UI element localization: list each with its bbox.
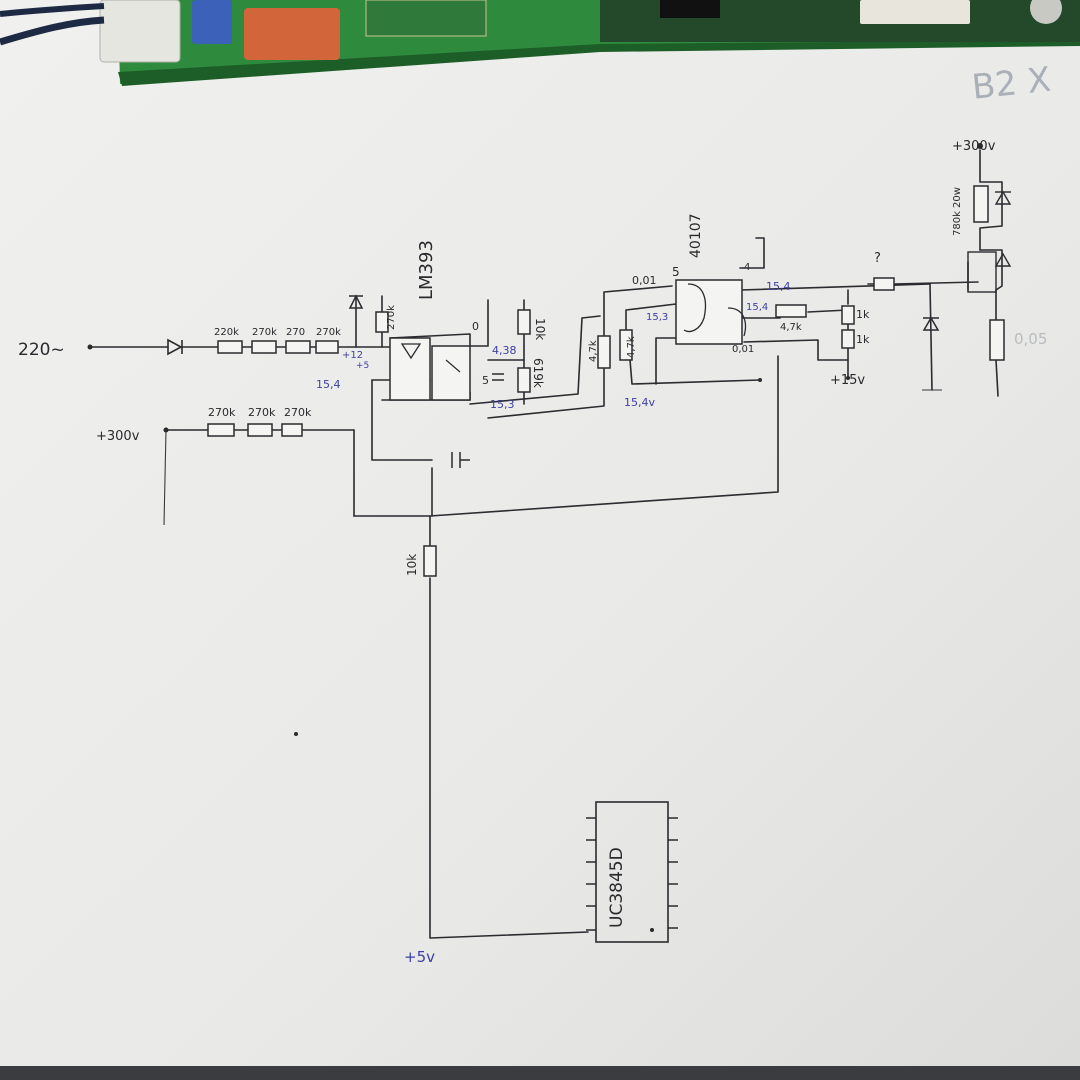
label-r-divider: 270k xyxy=(386,305,397,330)
label-r300-3: 270k xyxy=(284,406,312,419)
diode-zener xyxy=(922,316,940,331)
resistor-270k-vertical xyxy=(375,311,389,333)
label-pin-5-top: 5 xyxy=(672,265,680,279)
label-r220-3: 270 xyxy=(286,327,305,338)
resistor-220-1 xyxy=(217,340,243,354)
label-v-15-4v: 15,4v xyxy=(624,396,655,409)
label-r300-2: 270k xyxy=(248,406,276,419)
label-v-plus15: +15v xyxy=(830,373,865,388)
cable xyxy=(0,16,105,46)
diode-comparator xyxy=(348,294,364,309)
label-v-plus12: +12 xyxy=(342,350,363,361)
label-r220-1: 220k xyxy=(214,327,239,338)
label-v-plus5: +5 xyxy=(356,361,369,371)
connector-white xyxy=(99,0,181,63)
label-r220-4: 270k xyxy=(316,327,341,338)
label-comparator-ic: LM393 xyxy=(416,240,437,300)
label-r-4-7k-b: 4,7k xyxy=(626,336,637,358)
label-top-supply: +300v xyxy=(952,139,996,154)
label-v-15-4c: 15,4 xyxy=(746,302,768,313)
label-pin-4: 4 xyxy=(744,262,750,273)
terminal-top-300 xyxy=(977,143,983,149)
label-pin-5: 5 xyxy=(482,374,489,387)
label-input-ac: 220~ xyxy=(18,340,65,360)
mosfet xyxy=(967,251,997,293)
label-r-0-05: 0,05 xyxy=(1014,330,1047,348)
label-r220-2: 270k xyxy=(252,327,277,338)
label-r300-1: 270k xyxy=(208,406,236,419)
label-v-15-4b: 15,4 xyxy=(766,280,791,293)
comparator-section-b xyxy=(431,345,471,401)
label-input-dc: +300v xyxy=(96,429,140,444)
resistor-300-1 xyxy=(207,423,235,437)
label-question: ? xyxy=(874,251,881,266)
label-v-15-3b: 15,3 xyxy=(646,312,668,323)
label-r-1k-b: 1k xyxy=(856,333,870,346)
label-c-001-b: 0,01 xyxy=(732,344,754,355)
terminal-300 xyxy=(163,427,169,433)
resistor-300-3 xyxy=(281,423,303,437)
resistor-220-2 xyxy=(251,340,277,354)
label-r-1k-a: 1k xyxy=(856,308,870,321)
resistor-10k-top xyxy=(517,309,531,335)
label-r-619k: 619k xyxy=(531,358,545,388)
pcb-board xyxy=(99,0,1080,86)
label-cmos-ic: 40107 xyxy=(688,213,704,258)
label-v-15-3a: 15,3 xyxy=(490,398,515,411)
label-r-4-7k-c: 4,7k xyxy=(780,322,802,333)
label-pwm-ic: UC3845D xyxy=(607,847,627,928)
ic-uc3845d xyxy=(595,801,669,943)
resistor-0-05 xyxy=(989,319,1005,361)
ic-40107 xyxy=(675,279,743,345)
resistor-1k-a xyxy=(841,305,855,325)
wires xyxy=(89,149,1003,939)
resistor-300-2 xyxy=(247,423,273,437)
label-pin-0: 0 xyxy=(472,320,479,333)
resistor-1k-b xyxy=(841,329,855,349)
comparator-lm393 xyxy=(389,337,431,401)
resistor-4-7k-b xyxy=(619,329,633,361)
resistor-220-4 xyxy=(315,340,339,354)
labels: B2 X 220~ +300v +300v 220k 270k 270 270k… xyxy=(18,60,1053,966)
terminal-220 xyxy=(87,344,93,350)
resistor-619k xyxy=(517,367,531,393)
resistor-10k-mid xyxy=(423,545,437,577)
corner-note: B2 X xyxy=(970,60,1053,108)
label-c-001-a: 0,01 xyxy=(632,274,657,287)
label-v-4-38: 4,38 xyxy=(492,344,517,357)
label-r-10k-mid: 10k xyxy=(405,554,419,576)
label-r-4-7k-a: 4,7k xyxy=(588,340,599,362)
label-r-10k-top: 10k xyxy=(533,318,547,340)
capacitor-orange xyxy=(244,8,340,60)
resistor-gate xyxy=(873,277,895,291)
trimpot-blue xyxy=(192,0,232,44)
resistor-780k xyxy=(973,185,989,223)
components xyxy=(87,143,1012,943)
diode-input xyxy=(167,338,183,356)
desk-edge xyxy=(0,1066,1080,1080)
label-r-780k: 780k 20w xyxy=(952,187,963,236)
resistor-220-3 xyxy=(285,340,311,354)
resistor-4-7k-a xyxy=(597,335,611,369)
label-v-15-4a: 15,4 xyxy=(316,378,341,391)
resistor-4-7k-c xyxy=(775,304,807,318)
label-v-plus5v: +5v xyxy=(404,948,435,966)
